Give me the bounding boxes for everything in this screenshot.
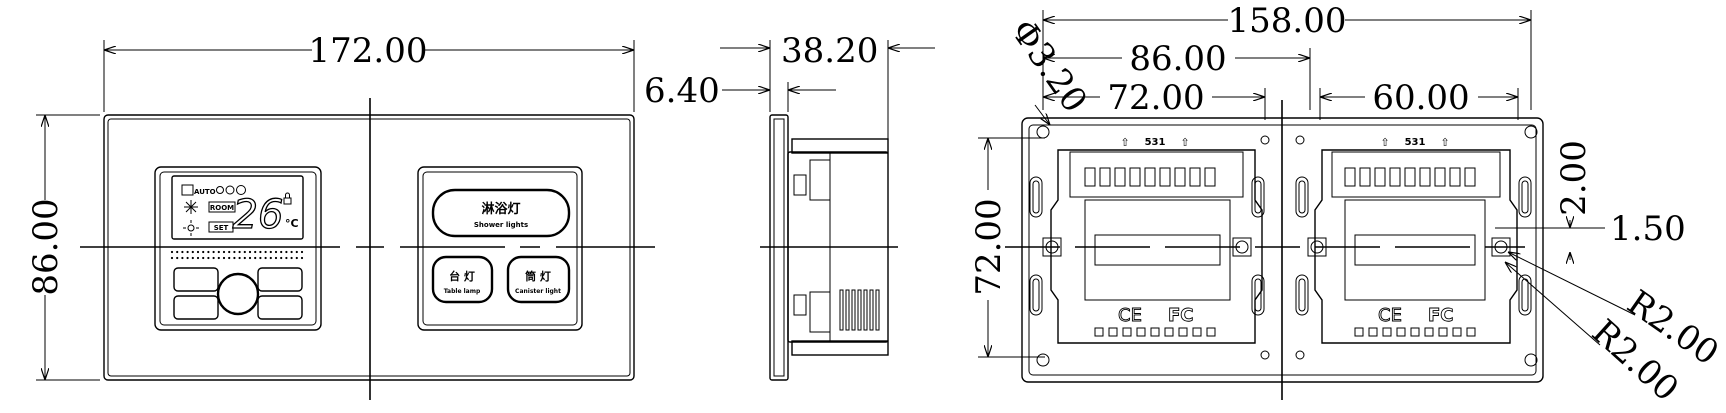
temperature-readout: 26 [233,192,284,238]
front-width-dim: 172.00 [309,31,428,71]
ce-mark-left: CE [1118,305,1142,326]
fc-mark-left: FC [1168,305,1194,326]
back-offset-dim: 1.50 [1610,209,1686,249]
back-hole-dia-dim: Φ3.20 [1003,12,1095,120]
set-label: SET [214,224,229,232]
sun-icon [183,220,199,236]
shower-lights-cn: 淋浴灯 [481,201,520,217]
table-lamp-cn: 台 灯 [449,269,475,283]
button-top-right[interactable] [257,267,303,292]
back-right-hole-dim: 60.00 [1372,78,1469,118]
snowflake-icon [184,200,198,214]
back-view: 158.00 86.00 72.00 60.00 Φ3.20 72.00 2.0… [969,1,1726,409]
side-depth-dim: 38.20 [781,31,878,71]
front-view: 172.00 86.00 AUTO [26,31,655,400]
table-lamp-button[interactable] [431,255,494,304]
back-module-width-dim: 86.00 [1129,39,1226,79]
shower-lights-button[interactable] [431,188,571,238]
canister-light-en: Canister light [515,288,561,295]
front-height-dim: 86.00 [26,198,66,295]
button-bottom-left[interactable] [173,295,219,320]
thermostat-module: AUTO ROOM SET 26 °C [154,166,322,331]
shower-lights-en: Shower lights [474,221,528,229]
model-number-right: 531 [1405,137,1426,148]
back-module-right: 531 ⇧ ⇧ CE FC [1307,136,1518,344]
lock-icon [283,192,292,205]
svg-text:⇧: ⇧ [1380,136,1389,149]
back-height-dim: 72.00 [969,198,1009,295]
back-module-left: 531 ⇧ ⇧ CE FC [1042,136,1263,344]
sensor-dots [170,250,304,260]
back-gap-dim: 2.00 [1554,140,1594,216]
back-hole-pitch-dim: 72.00 [1107,78,1204,118]
back-overall-width-dim: 158.00 [1228,1,1347,41]
auto-label: AUTO [194,188,216,196]
button-center[interactable] [216,272,260,316]
side-plate-dim: 6.40 [644,71,720,111]
ce-mark-right: CE [1378,305,1402,326]
room-label: ROOM [210,204,234,212]
switch-module: 淋浴灯 Shower lights 台 灯 Table lamp 筒 灯 Can… [417,166,583,331]
table-lamp-en: Table lamp [444,288,481,295]
button-top-left[interactable] [173,267,219,292]
model-number-left: 531 [1145,137,1166,148]
side-view: 38.20 6.40 [644,31,935,381]
lcd-display [171,175,304,240]
canister-light-cn: 筒 灯 [525,269,551,283]
svg-text:⇧: ⇧ [1440,136,1449,149]
svg-text:⇧: ⇧ [1180,136,1189,149]
button-bottom-right[interactable] [257,295,303,320]
temperature-unit: °C [285,217,299,230]
fc-mark-right: FC [1428,305,1454,326]
svg-text:⇧: ⇧ [1120,136,1129,149]
canister-light-button[interactable] [506,255,571,304]
